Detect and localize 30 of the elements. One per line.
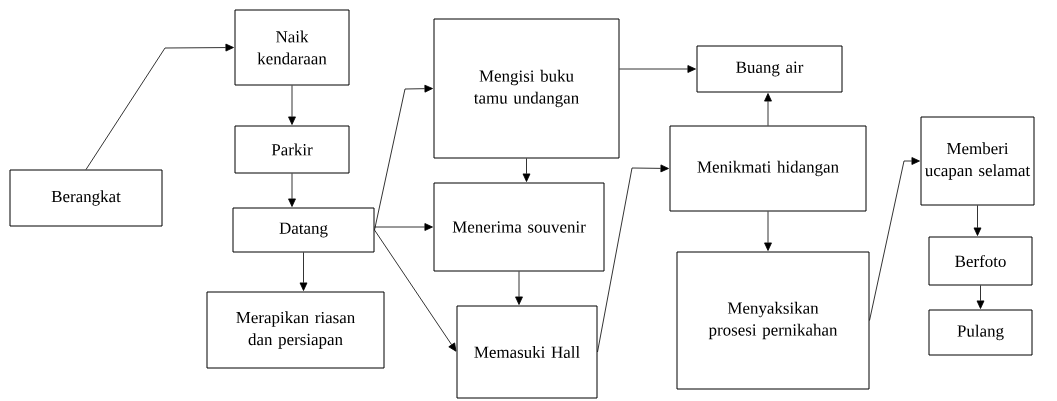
arrow: [764, 93, 772, 126]
process-box: Menikmati hidangan: [669, 125, 867, 212]
process-box: Berfoto: [928, 236, 1033, 286]
arrow: [374, 84, 433, 231]
arrow: [85, 43, 234, 170]
process-box: Menerima souvenir: [433, 182, 605, 272]
process-box: Berangkat: [9, 169, 163, 227]
arrow: [764, 211, 772, 251]
process-box: Menyaksikan prosesi pernikahan: [676, 251, 870, 390]
process-box: Naik kendaraan: [234, 9, 350, 86]
arrow: [976, 285, 985, 309]
process-box: Datang: [232, 207, 375, 253]
process-box: Memberi ucapan selamat: [920, 116, 1035, 206]
arrow: [374, 229, 457, 352]
arrow: [288, 173, 296, 207]
arrow: [288, 85, 296, 125]
arrow: [374, 223, 433, 231]
arrow: [299, 252, 308, 291]
arrow: [869, 157, 920, 321]
process-box: Merapikan riasan dan persiapan: [206, 291, 385, 369]
arrow: [597, 164, 669, 353]
process-box: Pulang: [928, 309, 1033, 356]
arrow: [619, 65, 696, 73]
arrow: [973, 205, 982, 236]
process-box: Buang air: [696, 45, 843, 93]
arrow: [522, 158, 531, 182]
process-box: Parkir: [234, 125, 350, 174]
arrow: [515, 271, 523, 305]
process-box: Mengisi buku tamu undangan: [433, 18, 620, 159]
process-box: Memasuki Hall: [456, 305, 598, 399]
